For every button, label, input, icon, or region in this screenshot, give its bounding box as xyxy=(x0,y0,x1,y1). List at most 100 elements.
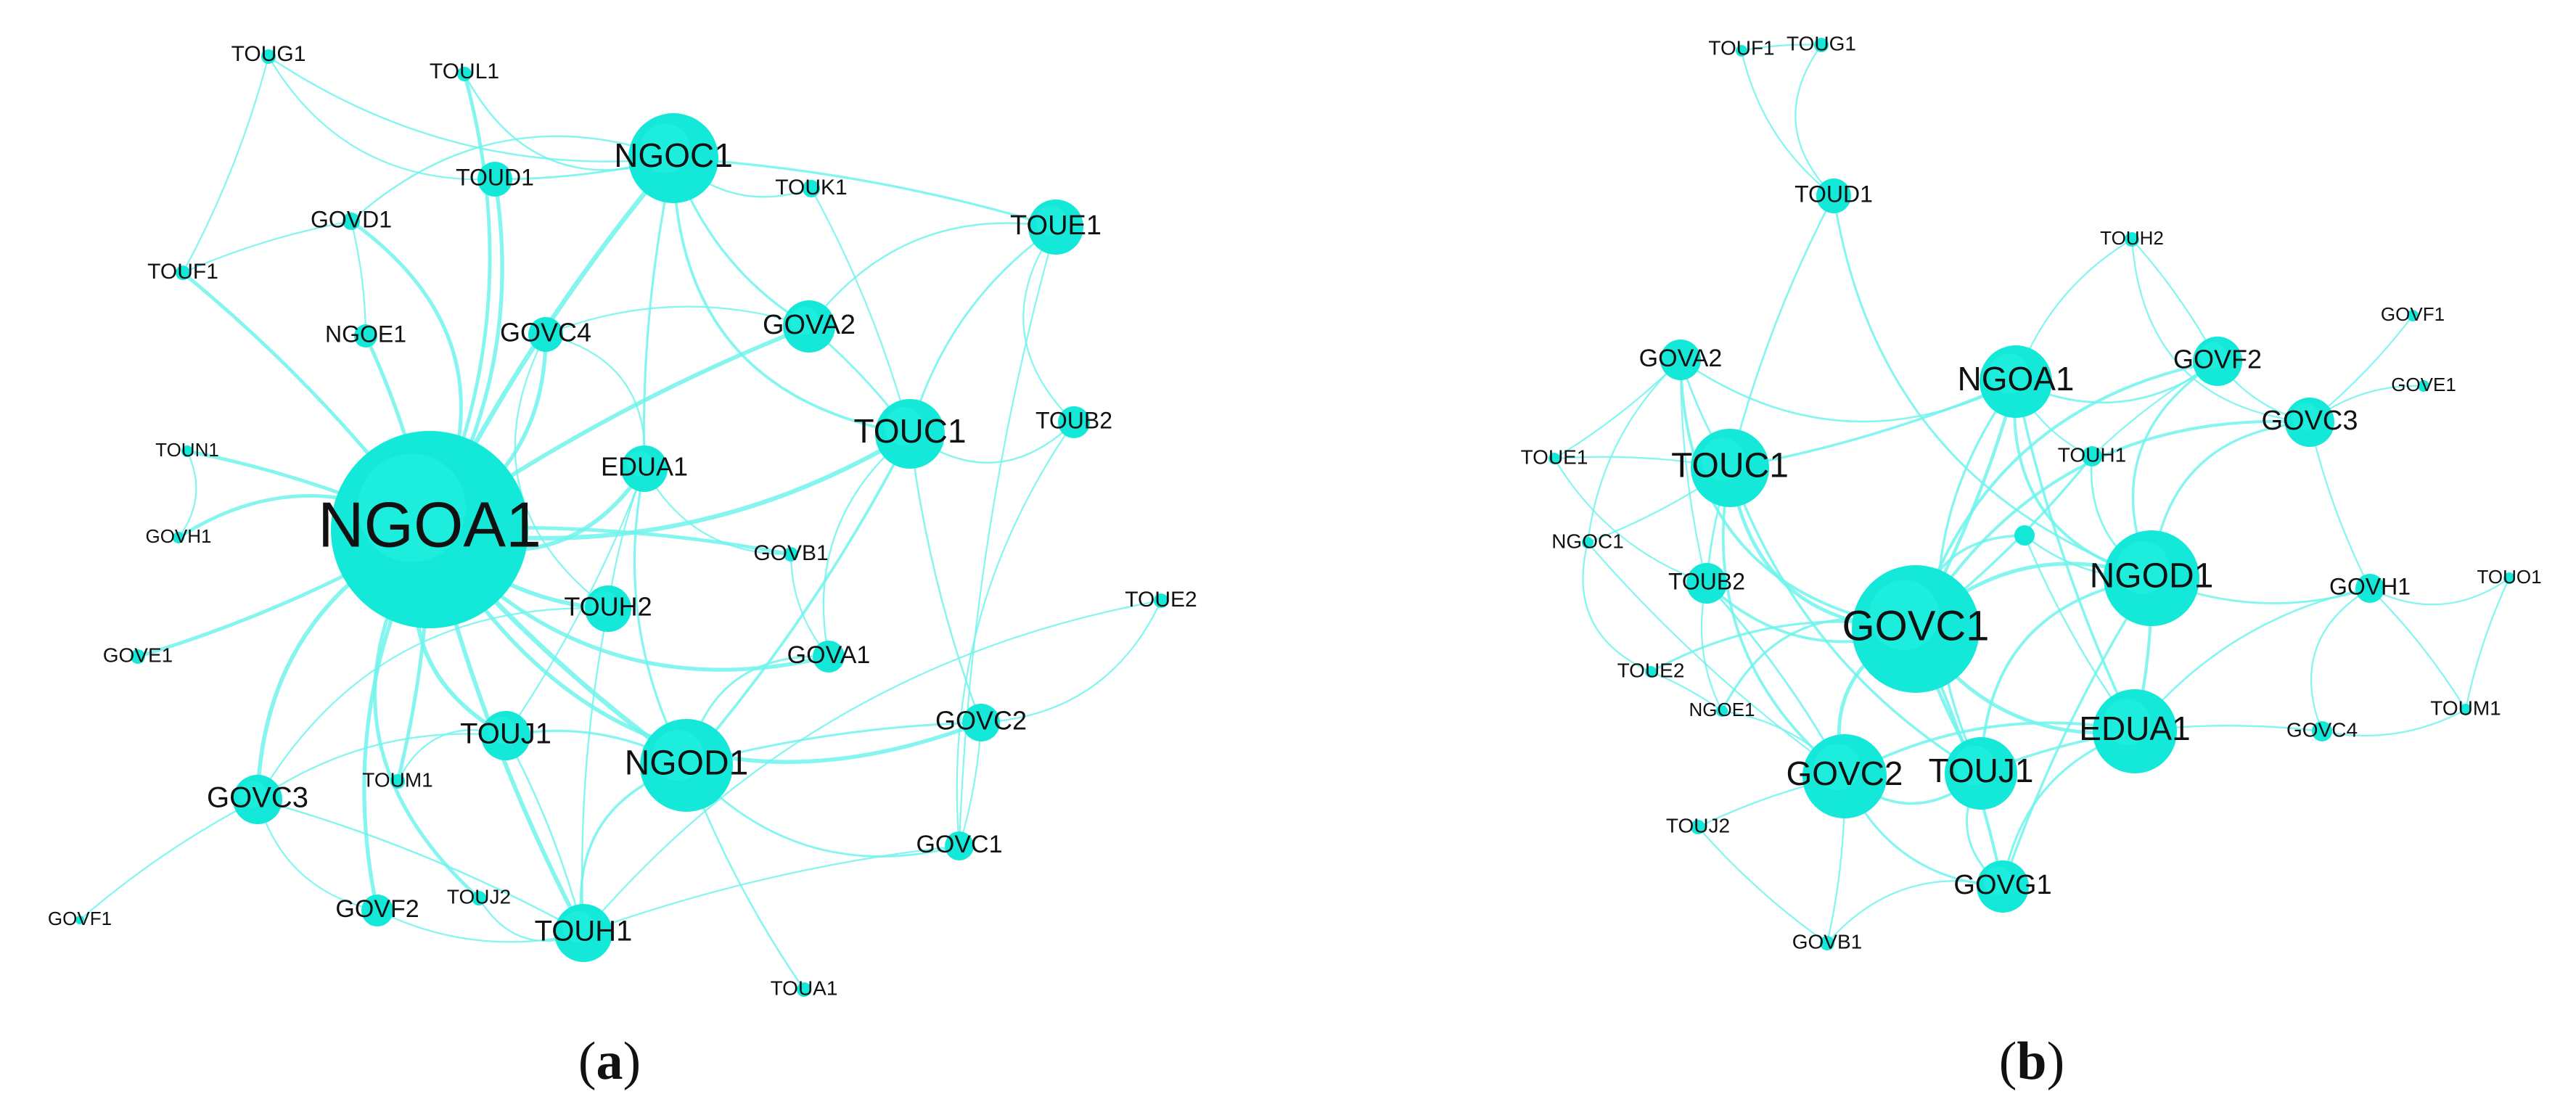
node-a-govc4 xyxy=(528,317,563,352)
node-b-govc1 xyxy=(1852,565,1980,693)
edge-a-govc3-govf1 xyxy=(78,798,259,921)
node-a-touj1 xyxy=(481,711,530,760)
edge-b-touc1-touj1 xyxy=(1728,466,1982,775)
edge-b-govc4-toum1 xyxy=(2321,708,2467,737)
edge-b-govc3-govh1 xyxy=(2308,421,2371,590)
node-b-toub2 xyxy=(1686,563,1727,604)
node-b-govc3 xyxy=(2285,398,2334,447)
node-label-b-govh1: GOVH1 xyxy=(2329,573,2411,599)
node-label-b-govc3: GOVC3 xyxy=(2261,406,2358,436)
edge-b-govh1-toum1 xyxy=(2368,587,2467,711)
node-b-govg1 xyxy=(1977,860,2029,913)
node-a-govd1 xyxy=(342,213,360,230)
node-label-a-govf1: GOVF1 xyxy=(48,908,112,929)
node-label-b-ngoa1: NGOA1 xyxy=(1957,360,2074,398)
node-label-b-touo1: TOUO1 xyxy=(2477,566,2541,588)
node-a-govf2 xyxy=(361,895,393,926)
node-a-toud1 xyxy=(477,162,512,197)
node-label-a-touj2: TOUJ2 xyxy=(447,885,511,908)
node-a-govb1 xyxy=(784,547,798,562)
edge-a-ngoc1-touc1 xyxy=(672,157,911,435)
edge-b-toue1-toub2 xyxy=(1553,457,1708,585)
node-highlight-b-govf2 xyxy=(2199,342,2227,370)
node-highlight-a-ngoa1 xyxy=(357,453,467,562)
edge-a-touh2-govc3 xyxy=(256,607,610,801)
edge-b-gova2-toub2 xyxy=(1679,358,1708,585)
node-label-b-ngoe1: NGOE1 xyxy=(1689,699,1755,720)
node-label-a-govc3: GOVC3 xyxy=(207,782,308,814)
node-a-toul1 xyxy=(457,67,472,81)
node-highlight-b-govc1 xyxy=(1869,580,1940,651)
node-label-a-touk1: TOUK1 xyxy=(775,176,847,200)
node-b-unlabeled xyxy=(2014,525,2035,546)
node-a-toug1 xyxy=(261,49,276,64)
node-b-toud1 xyxy=(1816,178,1851,213)
edge-b-gova2-ngoc1 xyxy=(1586,358,1682,544)
node-label-b-ngod1: NGOD1 xyxy=(2090,557,2214,596)
edge-b-govg1-govb1 xyxy=(1826,880,2004,945)
node-b-gova2 xyxy=(1660,340,1701,380)
node-a-gove1 xyxy=(131,649,145,664)
node-a-toue1 xyxy=(1028,200,1083,255)
node-highlight-b-ngod1 xyxy=(2116,541,2170,594)
node-a-govc1 xyxy=(945,831,974,860)
edge-a-edua1-govc4 xyxy=(544,333,646,470)
node-highlight-b-govc3 xyxy=(2292,403,2319,431)
node-label-a-touh1: TOUH1 xyxy=(535,916,633,947)
edge-a-touc1-gova1 xyxy=(822,432,911,658)
edge-a-toue2-touh1 xyxy=(582,599,1162,934)
node-highlight-a-toue1 xyxy=(1035,205,1067,237)
panel-label-b: (b) xyxy=(1999,1032,2064,1091)
edge-a-touc1-ngod1 xyxy=(685,432,911,767)
edge-a-touk1-touc1 xyxy=(810,187,911,435)
node-label-b-touh2: TOUH2 xyxy=(2100,227,2164,249)
node-b-toum1 xyxy=(2460,704,2472,715)
node-label-a-govd1: GOVD1 xyxy=(311,206,392,232)
node-highlight-b-touj1 xyxy=(1954,745,1995,786)
node-a-ngoa1 xyxy=(331,431,528,628)
node-b-toue2 xyxy=(1645,666,1657,678)
edge-b-touo1-toum1 xyxy=(2464,577,2511,711)
node-label-a-govf2: GOVF2 xyxy=(335,895,419,923)
node-b-govf1 xyxy=(2407,310,2419,321)
node-label-a-govb1: GOVB1 xyxy=(753,541,828,565)
edge-a-ngoc1-edua1 xyxy=(642,157,675,470)
node-label-b-touj1: TOUJ1 xyxy=(1929,752,2034,789)
node-highlight-a-gova2 xyxy=(789,306,819,335)
node-highlight-a-ngod1 xyxy=(652,729,704,781)
node-label-b-gova2: GOVA2 xyxy=(1639,345,1723,372)
node-label-a-ngoc1: NGOC1 xyxy=(614,136,733,174)
node-label-b-gove1: GOVE1 xyxy=(2391,374,2456,395)
node-a-gova1 xyxy=(813,641,845,673)
node-b-touh2 xyxy=(2125,232,2139,247)
edge-a-touj1-govc3 xyxy=(256,733,507,801)
edge-b-toud1-ngod1 xyxy=(1832,194,2153,580)
edge-b-govh1-touo1 xyxy=(2368,577,2511,606)
nodes-panel-a xyxy=(75,49,1168,997)
node-b-govb1 xyxy=(1820,936,1834,950)
edge-a-touj1-touh1 xyxy=(504,734,585,934)
node-b-ngoc1 xyxy=(1582,537,1593,548)
node-a-govh1 xyxy=(173,532,184,543)
node-a-govc3 xyxy=(233,775,282,824)
node-a-toua1 xyxy=(797,982,811,997)
node-label-a-touf1: TOUF1 xyxy=(147,260,218,284)
edge-a-toug1-touf1 xyxy=(181,55,270,274)
node-label-a-toub2: TOUB2 xyxy=(1035,407,1112,433)
node-label-a-govc1: GOVC1 xyxy=(916,831,1002,858)
node-a-edua1 xyxy=(621,445,668,492)
node-label-a-toun1: TOUN1 xyxy=(155,439,219,461)
node-label-b-toug1: TOUG1 xyxy=(1787,32,1856,54)
edge-a-govh1-toun1 xyxy=(177,450,197,539)
edge-a-touh2-touh1 xyxy=(581,607,610,934)
edge-a-gova2-govc4 xyxy=(544,305,811,336)
edge-a-touf1-govd1 xyxy=(181,220,353,274)
node-a-gova2 xyxy=(783,300,835,353)
node-b-ngoe1 xyxy=(1716,705,1728,717)
node-label-a-touc1: TOUC1 xyxy=(853,412,966,450)
edge-a-edua1-govb1 xyxy=(643,467,792,556)
node-a-ngoe1 xyxy=(354,324,377,348)
